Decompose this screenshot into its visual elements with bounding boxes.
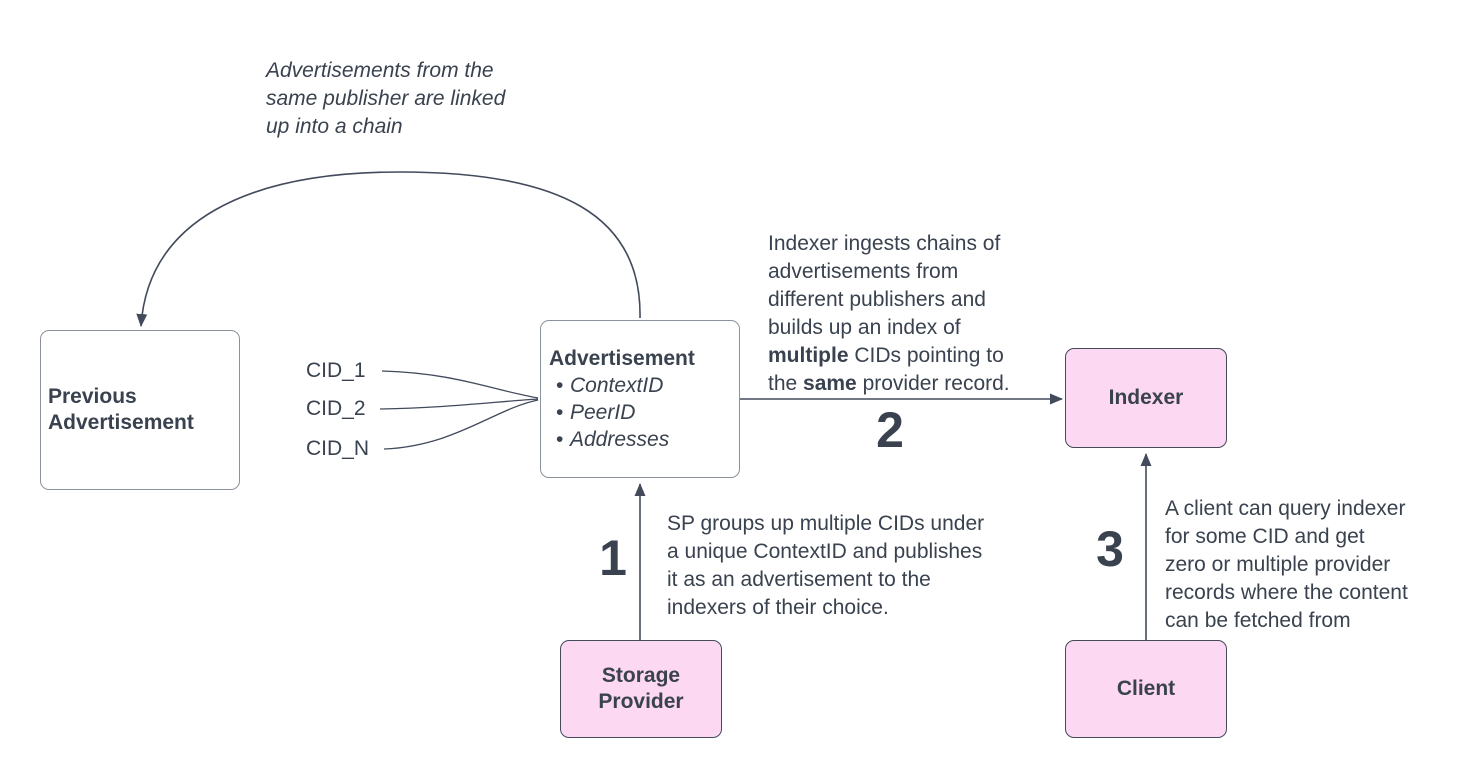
bullet-icon: • [556,428,564,451]
step3-annotation-line: for some CID and get [1165,525,1365,548]
storage-provider-node: Storage Provider [560,640,722,738]
advertisement-bullet-label: ContextID [570,374,664,397]
cid-1-label: CID_1 [306,359,366,382]
step3-annotation-line: can be fetched from [1165,609,1351,632]
step3-annotation-line: records where the content [1165,581,1408,604]
indexer-node: Indexer [1065,348,1227,448]
cid1-connector-line [381,370,539,399]
step3-number: 3 [1096,521,1124,577]
bullet-icon: • [556,374,564,397]
step2-annotation-bold: multiple [768,344,849,367]
step2-annotation-text: provider record. [856,372,1010,395]
chain-link-curve [136,171,641,327]
advertisement-bullet-label: PeerID [570,401,636,424]
advertisement-bullet-contextid: • ContextID [549,372,739,399]
storage-provider-label: Provider [598,690,684,713]
step2-annotation-bold: same [803,372,857,395]
bullet-icon: • [556,401,564,424]
previous-advertisement-node: Previous Advertisement [40,330,240,490]
step1-annotation-line: a unique ContextID and publishes [667,540,983,563]
advertisement-bullet-addresses: • Addresses [549,426,739,453]
step3-annotation-line: zero or multiple provider [1165,553,1391,576]
chain-note-line: up into a chain [266,115,403,138]
step1-annotation-line: it as an advertisement to the [667,568,931,591]
step3-annotation-line: A client can query indexer [1165,497,1406,520]
step2-annotation-text: Indexer ingests chains of advertisements… [768,232,1001,339]
step1-number: 1 [599,530,627,586]
step2-annotation-text: CIDs pointing to the [768,344,1004,395]
advertisement-node: Advertisement • ContextID • PeerID • Add… [540,320,740,478]
chain-note: Advertisements from the same publisher a… [266,57,505,141]
chain-note-line: Advertisements from the [266,59,494,82]
cid-2-label: CID_2 [306,397,366,420]
previous-advertisement-label: Previous [48,385,137,408]
advertisement-bullet-label: Addresses [570,428,670,451]
previous-advertisement-label: Advertisement [48,411,194,434]
client-label: Client [1116,677,1176,700]
storage-provider-label: Storage [601,664,681,687]
step1-annotation-line: indexers of their choice. [667,596,889,619]
step3-annotation: A client can query indexer for some CID … [1165,495,1408,635]
step1-annotation: SP groups up multiple CIDs under a uniqu… [667,510,984,622]
client-node: Client [1065,640,1227,738]
chain-note-line: same publisher are linked [266,87,506,110]
step2-annotation: Indexer ingests chains of advertisements… [768,230,1030,398]
step1-annotation-line: SP groups up multiple CIDs under [667,512,985,535]
cid-n-label: CID_N [306,437,370,460]
indexer-label: Indexer [1108,386,1184,409]
advertisement-title: Advertisement [549,347,695,370]
advertisement-bullet-peerid: • PeerID [549,399,739,426]
cid2-connector-line [379,398,539,410]
step2-number: 2 [876,402,904,458]
cidn-connector-line [383,399,539,450]
